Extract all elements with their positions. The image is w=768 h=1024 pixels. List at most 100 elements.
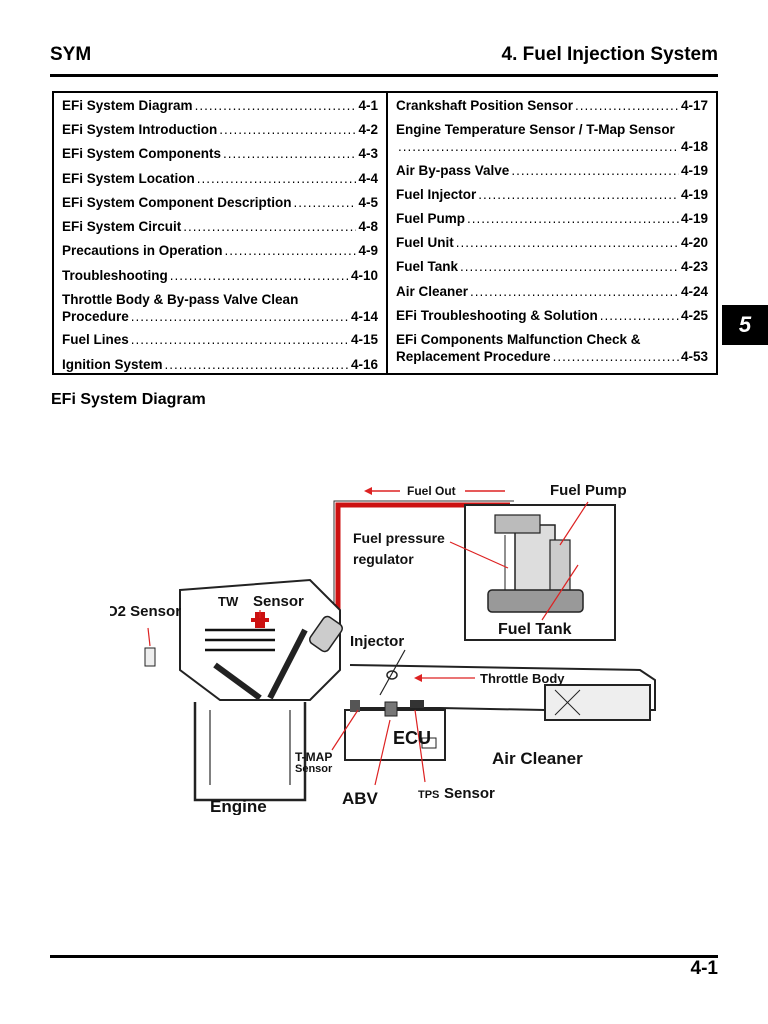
- toc-entry[interactable]: Precautions in Operation4-9: [62, 242, 378, 259]
- toc-dot-leader: [600, 307, 679, 324]
- toc-page-ref: 4-14: [350, 309, 378, 324]
- toc-dot-leader: [478, 186, 679, 203]
- page-number: 4-1: [690, 958, 718, 979]
- toc-page-ref: 4-10: [350, 268, 378, 283]
- toc-entry-title: Air Cleaner: [396, 284, 469, 299]
- toc-entry-title: Fuel Unit: [396, 235, 454, 250]
- toc-entry[interactable]: Fuel Lines4-15: [62, 331, 378, 348]
- label-tps-sensor: Sensor: [444, 785, 495, 802]
- toc-dot-leader: [195, 97, 357, 114]
- header-rule: [50, 74, 718, 77]
- toc-page-ref: 4-18: [680, 139, 708, 154]
- toc-entry-line: EFi System Components 4-3: [62, 145, 378, 162]
- toc-dot-leader: [170, 267, 349, 284]
- toc-entry[interactable]: Fuel Injector4-19: [396, 186, 708, 203]
- toc-entry-line: Procedure 4-14: [62, 308, 378, 325]
- toc-entry-line: Ignition System4-16: [62, 356, 378, 373]
- toc-page-ref: 4-2: [358, 122, 378, 137]
- toc-dot-leader: [131, 331, 349, 348]
- toc-entry-line: Fuel Injector4-19: [396, 186, 708, 203]
- toc-entry-line: 4-18: [396, 138, 708, 155]
- toc-entry-title: EFi Troubleshooting & Solution: [396, 308, 598, 323]
- toc-page-ref: 4-25: [680, 308, 708, 323]
- toc-dot-leader: [456, 234, 679, 251]
- toc-entry-line: EFi Troubleshooting & Solution 4-25: [396, 307, 708, 324]
- fuel-line-outline: [333, 500, 514, 620]
- toc-entry[interactable]: Fuel Pump 4-19: [396, 210, 708, 227]
- toc-entry[interactable]: EFi System Introduction 4-2: [62, 121, 378, 138]
- toc-entry-title: Fuel Injector: [396, 187, 477, 202]
- toc-entry[interactable]: EFi Troubleshooting & Solution 4-25: [396, 307, 708, 324]
- toc-page-ref: 4-53: [680, 349, 708, 364]
- toc-entry-line: Fuel Pump 4-19: [396, 210, 708, 227]
- toc-entry-title: EFi System Circuit: [62, 219, 182, 234]
- toc-dot-leader: [553, 348, 679, 365]
- toc-entry[interactable]: Ignition System4-16: [62, 356, 378, 373]
- toc-entry[interactable]: EFi System Location4-4: [62, 170, 378, 187]
- toc-entry-line: EFi System Circuit 4-8: [62, 218, 378, 235]
- toc-page-ref: 4-8: [358, 219, 378, 234]
- toc-page-ref: 4-3: [358, 146, 378, 161]
- toc-entry[interactable]: Engine Temperature Sensor / T-Map Sensor…: [396, 121, 708, 155]
- toc-entry[interactable]: EFi System Diagram 4-1: [62, 97, 378, 114]
- toc-page-ref: 4-5: [358, 195, 378, 210]
- toc-entry-line: Fuel Tank4-23: [396, 258, 708, 275]
- toc-entry-line: EFi System Location4-4: [62, 170, 378, 187]
- label-abv: ABV: [342, 789, 379, 808]
- toc-entry[interactable]: Troubleshooting 4-10: [62, 267, 378, 284]
- toc-entry-line: Engine Temperature Sensor / T-Map Sensor: [396, 121, 708, 138]
- toc-page-ref: 4-15: [350, 332, 378, 347]
- toc-entry-title: EFi System Diagram: [62, 98, 193, 113]
- brand-name: SYM: [50, 44, 92, 65]
- toc-entry-title: Troubleshooting: [62, 268, 168, 283]
- toc-dot-leader: [467, 210, 679, 227]
- toc-entry-line: Precautions in Operation4-9: [62, 242, 378, 259]
- toc-entry-title: Engine Temperature Sensor / T-Map Sensor: [396, 122, 675, 137]
- chapter-title: 4. Fuel Injection System: [501, 44, 718, 65]
- efi-system-diagram: Fuel Out Fuel Pump Fuel pressure regulat…: [110, 470, 665, 815]
- label-tmap: T-MAP: [295, 750, 332, 764]
- toc-entry-title: Fuel Pump: [396, 211, 466, 226]
- toc-page-ref: 4-19: [680, 211, 708, 226]
- toc-entry-title: EFi System Components: [62, 146, 222, 161]
- air-cleaner-box: [544, 684, 651, 721]
- label-fuel-out: Fuel Out: [407, 484, 456, 498]
- toc-entry[interactable]: Fuel Tank4-23: [396, 258, 708, 275]
- toc-dot-leader: [197, 170, 357, 187]
- toc-entry[interactable]: EFi System Circuit 4-8: [62, 218, 378, 235]
- toc-entry[interactable]: EFi System Components 4-3: [62, 145, 378, 162]
- toc-entry-title: Procedure: [62, 309, 129, 324]
- toc-page-ref: 4-20: [680, 235, 708, 250]
- toc-dot-leader: [183, 218, 356, 235]
- toc-dot-leader: [219, 121, 356, 138]
- toc-entry[interactable]: EFi System Component Description4-5: [62, 194, 378, 211]
- label-tps: TPS: [418, 789, 439, 801]
- toc-dot-leader: [460, 258, 679, 275]
- toc-entry[interactable]: Fuel Unit 4-20: [396, 234, 708, 251]
- toc-entry-line: Air Cleaner4-24: [396, 283, 708, 300]
- toc-entry-line: EFi System Diagram 4-1: [62, 97, 378, 114]
- label-throttle-body: Throttle Body: [480, 671, 565, 686]
- toc-page-ref: 4-1: [358, 98, 378, 113]
- ecu-box: [344, 709, 446, 761]
- toc-entry-line: Crankshaft Position Sensor4-17: [396, 97, 708, 114]
- toc-entry-title: EFi System Introduction: [62, 122, 218, 137]
- toc-entry[interactable]: Crankshaft Position Sensor4-17: [396, 97, 708, 114]
- toc-entry[interactable]: EFi Components Malfunction Check &Replac…: [396, 331, 708, 365]
- toc-entry-title: Precautions in Operation: [62, 243, 223, 258]
- toc-dot-leader: [223, 145, 356, 162]
- toc-dot-leader: [511, 162, 679, 179]
- toc-entry-line: Replacement Procedure4-53: [396, 348, 708, 365]
- toc-entry[interactable]: Air By-pass Valve4-19: [396, 162, 708, 179]
- engine-block: [193, 702, 307, 802]
- fuel-line: [335, 502, 510, 620]
- toc-dot-leader: [225, 242, 357, 259]
- toc-entry[interactable]: Air Cleaner4-24: [396, 283, 708, 300]
- label-air-cleaner: Air Cleaner: [492, 749, 583, 768]
- chapter-tab[interactable]: 5: [722, 305, 768, 345]
- label-fuel-pump: Fuel Pump: [550, 482, 627, 499]
